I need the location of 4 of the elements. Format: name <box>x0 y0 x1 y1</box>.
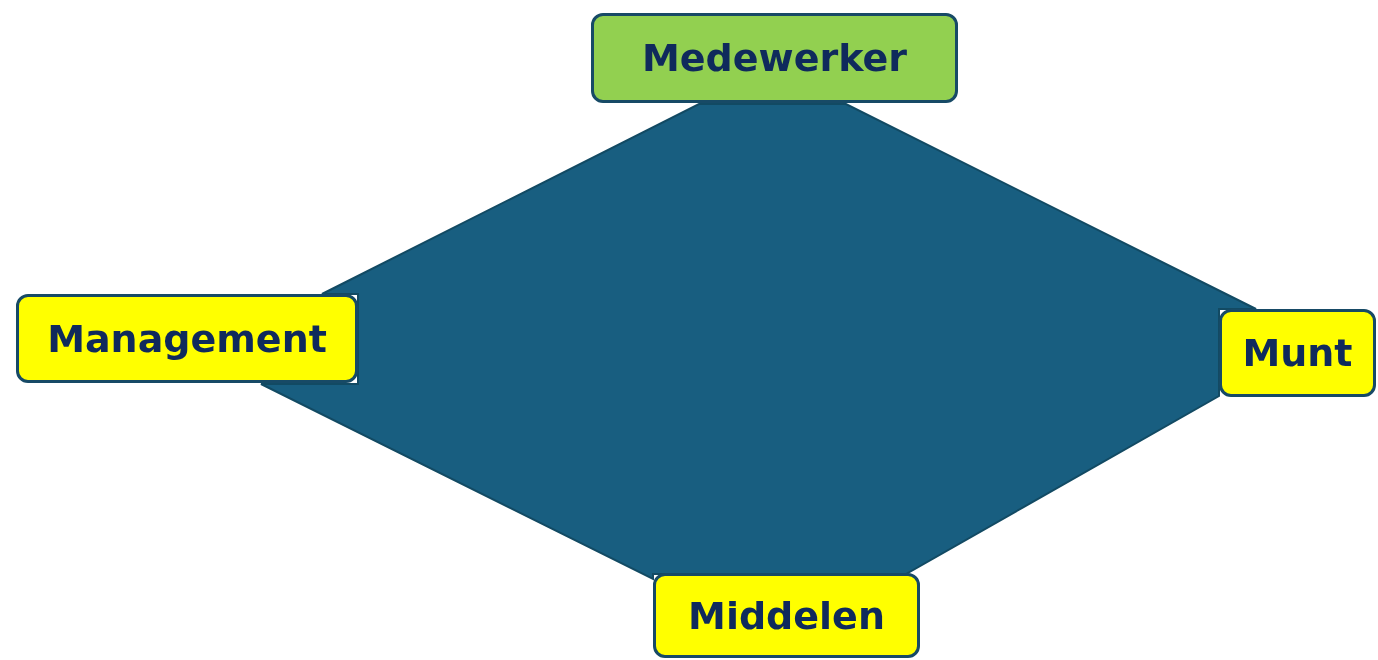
node-box: Middelen <box>653 573 920 658</box>
node-box: Munt <box>1219 309 1376 397</box>
node-box: Medewerker <box>591 13 958 103</box>
node-box: Management <box>16 294 358 383</box>
